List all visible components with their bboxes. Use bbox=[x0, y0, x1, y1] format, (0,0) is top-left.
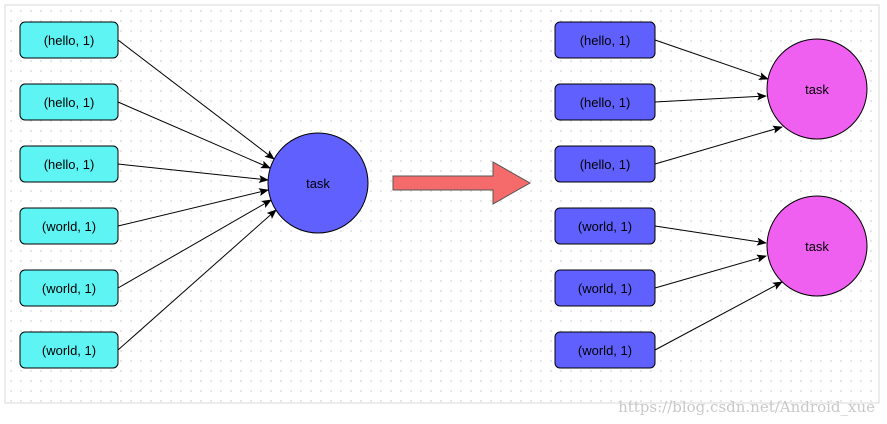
right-task-label-top: task bbox=[805, 82, 829, 97]
right-node: (hello, 1) bbox=[554, 145, 656, 183]
watermark-text: https://blog.csdn.net/Android_xue bbox=[618, 398, 875, 416]
right-node-label: (world, 1) bbox=[578, 281, 632, 296]
right-node: (hello, 1) bbox=[554, 83, 656, 121]
right-edge bbox=[654, 254, 767, 289]
left-edge bbox=[117, 101, 271, 169]
left-node-label: (hello, 1) bbox=[44, 95, 95, 110]
left-node: (hello, 1) bbox=[19, 83, 119, 121]
left-node: (world, 1) bbox=[19, 207, 119, 245]
right-node-label: (hello, 1) bbox=[580, 95, 631, 110]
left-node: (world, 1) bbox=[19, 331, 119, 369]
left-edges bbox=[117, 39, 277, 351]
left-edge bbox=[117, 188, 269, 227]
right-edge bbox=[654, 281, 783, 351]
left-node-label: (world, 1) bbox=[42, 219, 96, 234]
right-task-label-bottom: task bbox=[805, 239, 829, 254]
left-edge bbox=[117, 39, 275, 160]
left-task-label: task bbox=[306, 176, 330, 191]
right-task-node-bottom: task bbox=[766, 195, 868, 297]
left-task-node: task bbox=[267, 132, 369, 234]
right-node: (world, 1) bbox=[554, 269, 656, 307]
transition-arrow-icon bbox=[392, 161, 532, 205]
right-node-label: (hello, 1) bbox=[580, 157, 631, 172]
left-edge bbox=[117, 199, 272, 289]
right-edge bbox=[654, 125, 783, 165]
left-edge bbox=[117, 163, 269, 184]
right-node: (world, 1) bbox=[554, 207, 656, 245]
right-node-group: (hello, 1) (hello, 1) (hello, 1) (world,… bbox=[554, 21, 656, 369]
right-edge bbox=[654, 92, 767, 103]
left-node-label: (hello, 1) bbox=[44, 157, 95, 172]
right-node: (world, 1) bbox=[554, 331, 656, 369]
left-node-label: (world, 1) bbox=[42, 343, 96, 358]
left-node-label: (hello, 1) bbox=[44, 33, 95, 48]
right-edge bbox=[654, 225, 767, 246]
right-node-label: (hello, 1) bbox=[580, 33, 631, 48]
right-task-node-top: task bbox=[766, 38, 868, 140]
left-edge bbox=[117, 209, 277, 351]
right-node-label: (world, 1) bbox=[578, 343, 632, 358]
right-node-label: (world, 1) bbox=[578, 219, 632, 234]
left-node-label: (world, 1) bbox=[42, 281, 96, 296]
left-node: (world, 1) bbox=[19, 269, 119, 307]
left-node: (hello, 1) bbox=[19, 145, 119, 183]
left-node-group: (hello, 1) (hello, 1) (hello, 1) (world,… bbox=[19, 21, 119, 369]
grid-background bbox=[4, 4, 880, 404]
right-edges bbox=[654, 39, 783, 351]
right-node: (hello, 1) bbox=[554, 21, 656, 59]
right-edge bbox=[654, 39, 769, 80]
left-node: (hello, 1) bbox=[19, 21, 119, 59]
